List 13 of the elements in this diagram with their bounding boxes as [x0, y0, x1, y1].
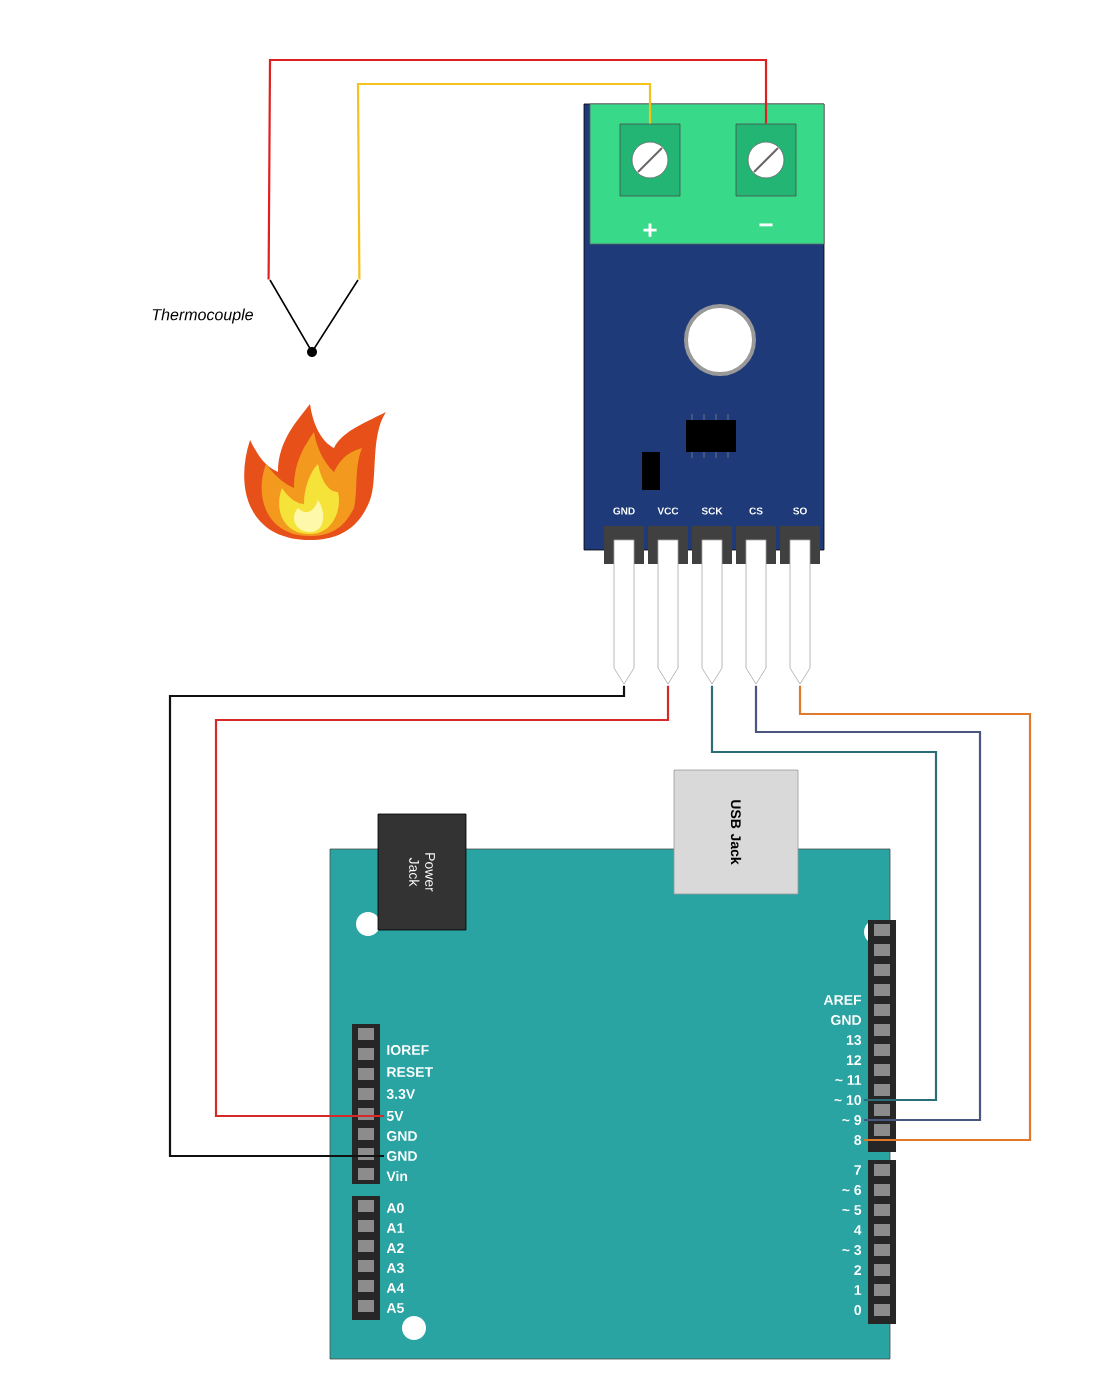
- wire: [214, 685, 670, 1118]
- wire: [754, 685, 982, 1122]
- thermocouple-drawing: [269, 279, 359, 357]
- screw-terminal: +: [619, 123, 681, 237]
- wire: [267, 58, 768, 280]
- thermocouple-label: Thermocouple: [152, 308, 253, 324]
- node-label: +: [643, 223, 657, 237]
- wire: [356, 82, 652, 280]
- node-label: −: [759, 223, 773, 227]
- wire: [710, 685, 938, 1102]
- wire: [798, 685, 1032, 1142]
- screw-terminal: −: [735, 123, 797, 227]
- wire: [168, 685, 626, 1158]
